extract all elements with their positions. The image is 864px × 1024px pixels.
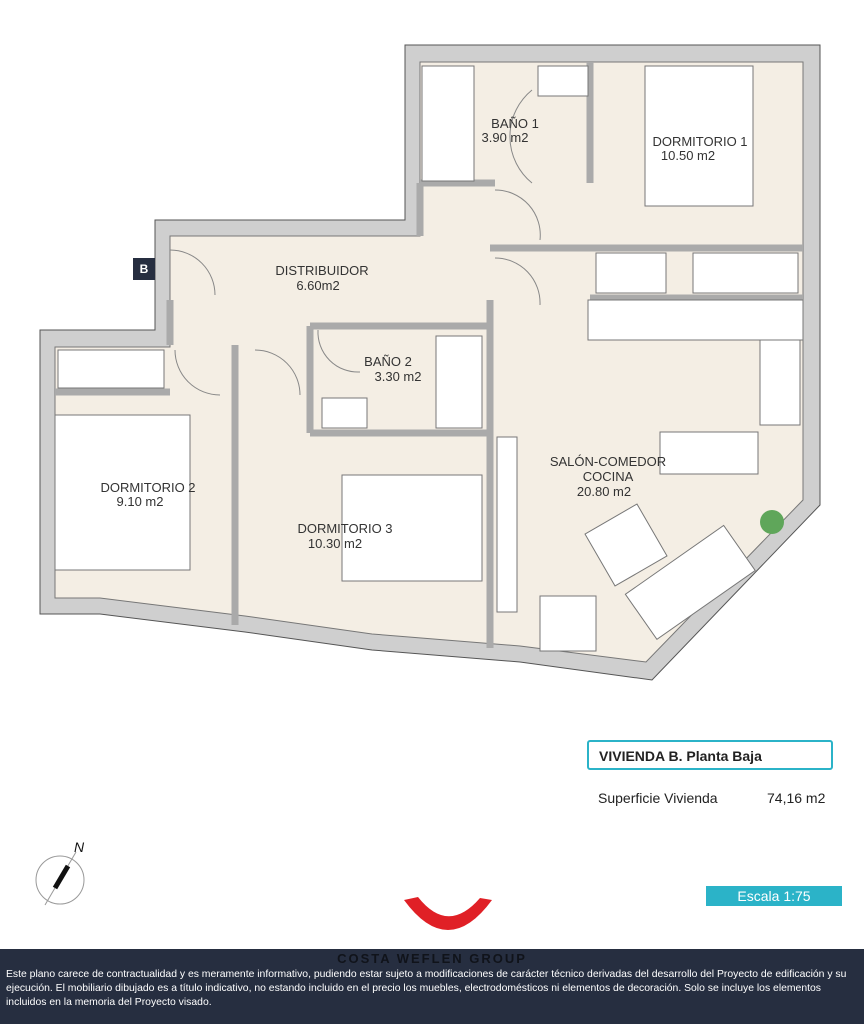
plan-title: VIVIENDA B. Planta Baja <box>599 748 762 764</box>
furniture <box>54 65 804 652</box>
room-name-dormitorio-3: DORMITORIO 3 <box>297 521 392 536</box>
room-area-distribuidor: 6.60m2 <box>296 278 339 293</box>
company-logo <box>404 897 492 930</box>
unit-badge: B <box>133 258 155 280</box>
plant-icon <box>760 510 784 534</box>
room-area-dormitorio-2: 9.10 m2 <box>117 494 164 509</box>
room-name-bano-1: BAÑO 1 <box>491 116 539 131</box>
armchair-2 <box>539 595 597 652</box>
compass-icon: N <box>35 839 85 906</box>
dining-table <box>659 431 759 475</box>
room-area-salon: 20.80 m2 <box>577 484 631 499</box>
sink-bano-2 <box>321 397 368 429</box>
room-area-bano-1: 3.90 m2 <box>482 130 529 145</box>
kitchen-counter-side <box>759 339 801 426</box>
shower-bano-2 <box>435 335 483 429</box>
compass-north-label: N <box>74 839 85 855</box>
disclaimer: Este plano carece de contractualidad y e… <box>6 969 847 1008</box>
armchair <box>584 503 668 587</box>
room-name-distribuidor: DISTRIBUIDOR <box>275 263 368 278</box>
room-name-cocina: COCINA <box>583 469 634 484</box>
wardrobe-3 <box>57 349 165 389</box>
room-name-dormitorio-2: DORMITORIO 2 <box>100 480 195 495</box>
room-name-bano-2: BAÑO 2 <box>364 354 412 369</box>
sink-bano-1 <box>537 65 589 97</box>
room-area-dormitorio-3: 10.30 m2 <box>308 536 362 551</box>
interior-walls <box>55 62 803 648</box>
wardrobe-1 <box>595 252 667 294</box>
room-area-bano-2: 3.30 m2 <box>375 369 422 384</box>
wardrobe-2 <box>692 252 799 294</box>
surface-label: Superficie Vivienda <box>598 790 718 806</box>
room-name-salon: SALÓN-COMEDOR <box>550 454 666 469</box>
plan-title-box: VIVIENDA B. Planta Baja <box>587 740 833 770</box>
floor-plan: BAÑO 1 3.90 m2 DORMITORIO 1 10.50 m2 DIS… <box>35 44 821 930</box>
room-area-dormitorio-1: 10.50 m2 <box>661 148 715 163</box>
tv-unit <box>496 436 518 613</box>
surface-value: 74,16 m2 <box>767 790 826 806</box>
sofa <box>624 524 756 641</box>
brand-name: COSTA WEFLEN GROUP <box>337 951 527 966</box>
scale-badge: Escala 1:75 <box>706 886 842 906</box>
door-swings <box>169 89 541 396</box>
kitchen-counter <box>587 299 804 341</box>
footer: COSTA WEFLEN GROUP Este plano carece de … <box>0 949 864 1024</box>
bed-dormitorio-1 <box>644 65 754 207</box>
beds-dormitorio-2 <box>54 414 191 571</box>
bed-dormitorio-3 <box>341 474 483 582</box>
room-name-dormitorio-1: DORMITORIO 1 <box>652 134 747 149</box>
shower-bano-1 <box>421 65 475 182</box>
